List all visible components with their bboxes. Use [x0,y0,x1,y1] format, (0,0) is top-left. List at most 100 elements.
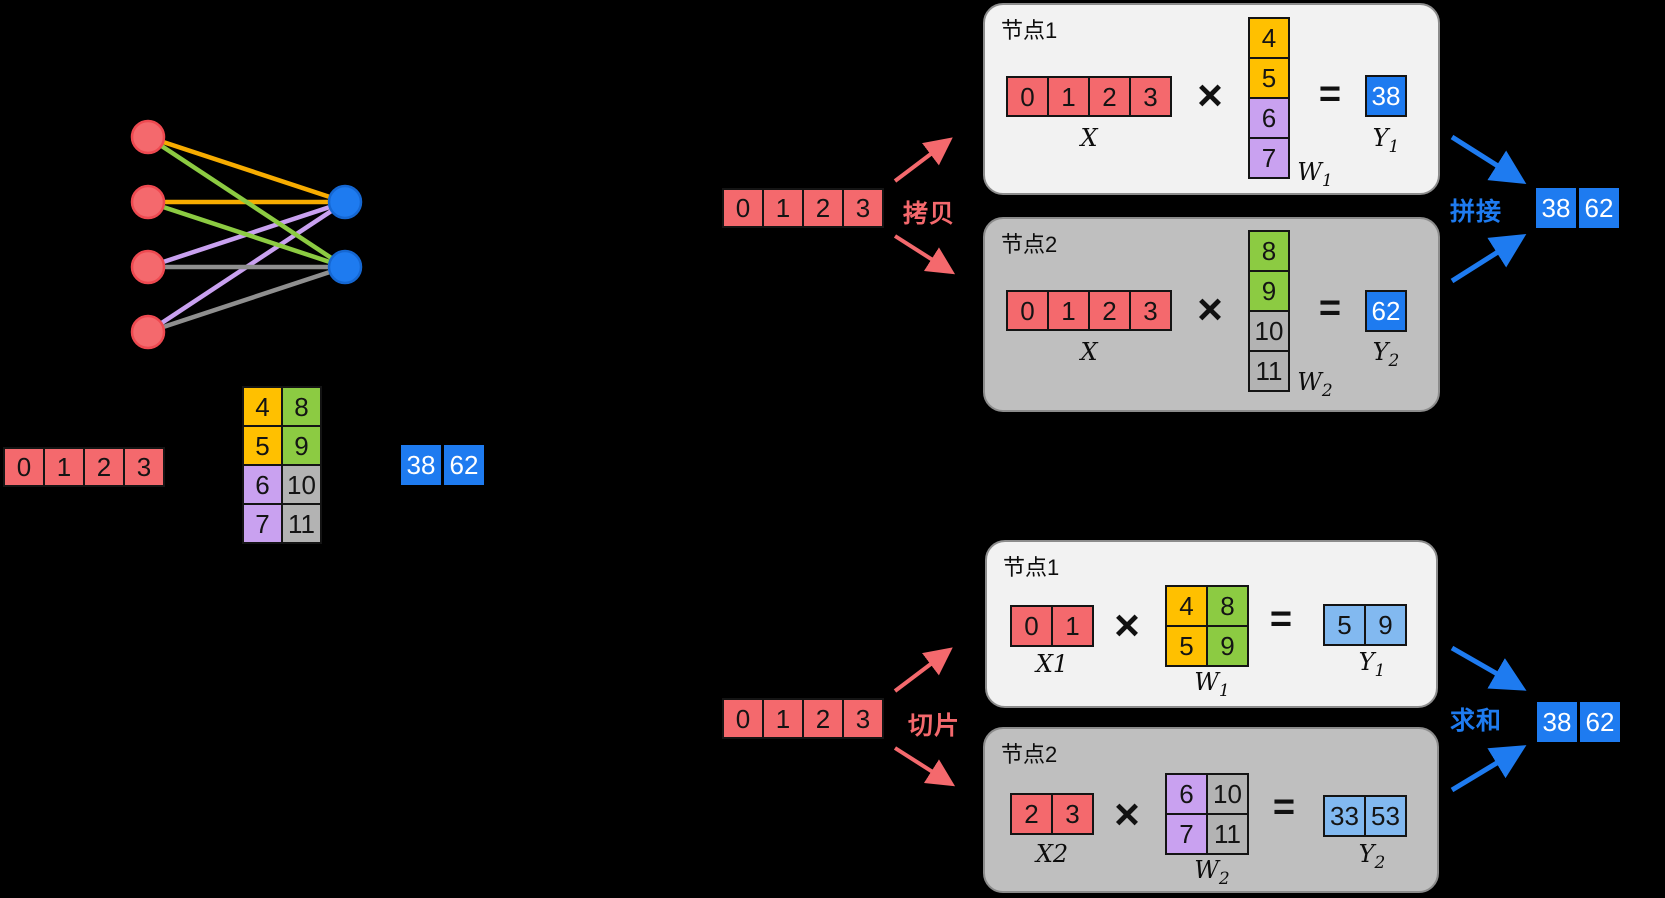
w2-label: W2 [1194,856,1230,889]
node2-top-w-cell: 9 [1250,272,1288,310]
top-input-vector-cell: 0 [724,190,762,226]
x2-label: X2 [1035,840,1069,868]
top-result-vector-cell: 38 [1536,188,1576,228]
bottom-input-vector-cell: 0 [724,700,762,737]
slice-arrow-to-node2 [893,746,956,787]
network-edge [147,199,346,270]
left-input-vector-cell: 3 [125,449,163,485]
x1-label: X1 [1035,650,1069,678]
left-weight-matrix-cell: 4 [244,388,281,425]
slice-arrow-to-node1 [893,647,953,693]
top-input-vector-cell: 3 [844,190,882,226]
y1-label: Y1 [1372,124,1400,157]
node2-bottom-x-cell: 3 [1053,795,1092,833]
node1-bottom-x-cell: 1 [1053,607,1092,645]
left-output-vector-cell: 38 [401,445,441,485]
w1-label: W1 [1194,668,1230,701]
node2-bottom-title: 节点2 [1001,742,1058,767]
node2-bottom-w-cell: 7 [1167,815,1206,853]
copy-label: 拷贝 [903,200,956,228]
node1-bottom-title: 节点1 [1003,555,1060,580]
node1-top-y: 38 [1365,75,1407,117]
output-neuron [327,249,363,285]
network-edge [146,200,347,334]
bottom-result-vector-cell: 62 [1580,702,1620,742]
node1-top-x-cell: 2 [1090,78,1129,115]
node1-bottom-w-cell: 5 [1167,627,1206,665]
node1-top-w-cell: 7 [1250,139,1288,177]
left-output-vector-cell: 62 [444,445,484,485]
concat-label: 拼接 [1450,198,1503,226]
node1-top-w-cell: 4 [1250,19,1288,57]
w1-label: W1 [1297,158,1333,191]
left-weight-matrix-cell: 11 [283,505,320,542]
node1-top-x-cell: 3 [1131,78,1170,115]
node2-top-y: 62 [1365,290,1407,332]
concat-arrow-from-node1 [1450,134,1527,185]
input-neuron [130,184,166,220]
equals-sign: = [1272,786,1296,829]
y2-label: Y2 [1372,338,1400,371]
bottom-input-vector-cell: 2 [804,700,842,737]
sum-arrow-from-node2 [1450,745,1527,793]
node1-bottom-y-cell: 5 [1325,606,1364,644]
node1-bottom-w-cell: 4 [1167,587,1206,625]
slice-label: 切片 [908,712,961,740]
bottom-input-vector-cell: 1 [764,700,802,737]
node2-bottom-w-cell: 11 [1208,815,1247,853]
x-label: X [1080,338,1098,366]
node1-bottom-w-cell: 8 [1208,587,1247,625]
node2-top-title: 节点2 [1001,232,1058,257]
left-weight-matrix-cell: 9 [283,427,320,464]
node2-top-x-cell: 0 [1008,292,1047,329]
bottom-result-vector-cell: 38 [1537,702,1577,742]
node2-top-x-cell: 2 [1090,292,1129,329]
network-edge [147,264,346,335]
output-neuron [327,184,363,220]
equals-sign: = [1318,287,1342,330]
node2-top-w-cell: 10 [1250,312,1288,350]
top-result-vector-cell: 62 [1579,188,1619,228]
node2-bottom-w-cell: 10 [1208,775,1247,813]
equals-sign: = [1269,598,1293,641]
node1-top-y-cell: 38 [1367,77,1405,115]
node2-top-w-cell: 8 [1250,232,1288,270]
node2-bottom-y-cell: 53 [1366,797,1405,835]
node2-bottom-x-cell: 2 [1012,795,1051,833]
w2-label: W2 [1297,368,1333,401]
network-edge [147,199,346,270]
copy-arrow-to-node1 [893,137,953,183]
x-label: X [1080,124,1098,152]
copy-arrow-to-node2 [893,234,956,275]
multiply-sign: × [1197,285,1223,334]
node1-bottom-y-cell: 9 [1366,606,1405,644]
left-input-vector-cell: 2 [85,449,123,485]
multiply-sign: × [1114,601,1140,650]
left-weight-matrix-cell: 10 [283,466,320,503]
bottom-input-vector-cell: 3 [844,700,882,737]
node1-bottom-w-cell: 9 [1208,627,1247,665]
node1-top-w-cell: 6 [1250,99,1288,137]
input-neuron [130,119,166,155]
node1-top-w-cell: 5 [1250,59,1288,97]
network-edge [147,134,346,205]
multiply-sign: × [1114,790,1140,839]
input-neuron [130,249,166,285]
node1-top-title: 节点1 [1001,18,1058,43]
network-edge [146,135,347,269]
left-weight-matrix-cell: 5 [244,427,281,464]
